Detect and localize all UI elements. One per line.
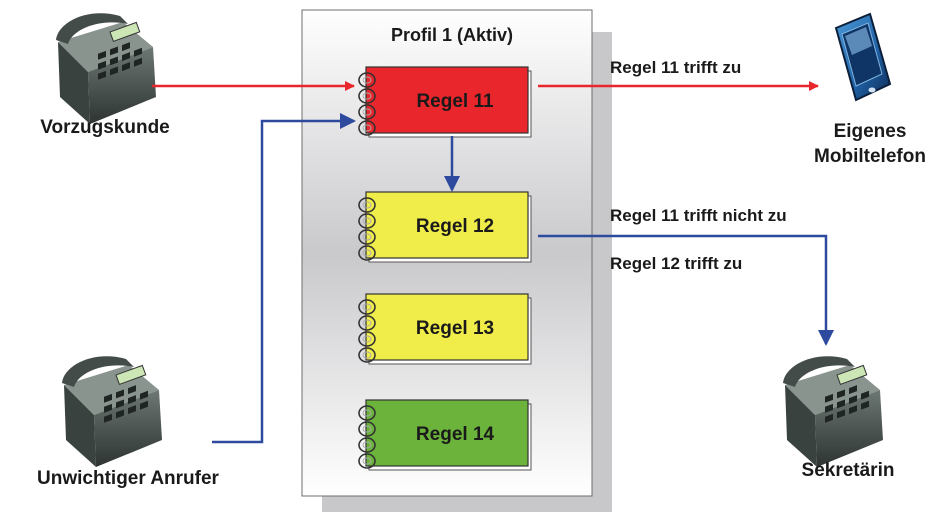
- rule12-to-secretary-arrow: [538, 234, 834, 346]
- mobile-target: Eigenes Mobiltelefon: [814, 12, 926, 167]
- secretary-target: Sekretärin: [782, 355, 895, 481]
- rule-label: Regel 12: [416, 216, 494, 237]
- rule-label: Regel 14: [416, 424, 495, 445]
- mobile-phone-icon: [834, 12, 892, 102]
- mobile-label-line1: Eigenes: [834, 121, 907, 142]
- vip-caller-label: Vorzugskunde: [40, 117, 170, 138]
- desk-phone-icon: [55, 12, 157, 125]
- condition-rule11-match: Regel 11 trifft zu: [610, 58, 741, 77]
- arrows: [152, 81, 834, 444]
- condition-rule12-match: Regel 12 trifft zu: [610, 254, 742, 273]
- rule-card-cover: [365, 191, 529, 259]
- rule-card-14[interactable]: Regel 14: [358, 399, 532, 471]
- desk-phone-icon: [61, 355, 163, 468]
- mobile-label-line2: Mobiltelefon: [814, 146, 926, 167]
- rule-card-cover: [365, 399, 529, 467]
- rule-label: Regel 13: [416, 318, 494, 339]
- unimportant-caller: Unwichtiger Anrufer: [37, 355, 220, 489]
- unimportant-to-rule11-arrow: [212, 113, 356, 444]
- vip-caller: Vorzugskunde: [40, 12, 170, 138]
- unimportant-caller-label: Unwichtiger Anrufer: [37, 468, 220, 489]
- rule-card-cover: [365, 293, 529, 361]
- condition-rule11-nomatch: Regel 11 trifft nicht zu: [610, 206, 787, 225]
- secretary-label: Sekretärin: [802, 460, 895, 481]
- desk-phone-icon: [782, 355, 884, 468]
- rule-card-12[interactable]: Regel 12: [358, 191, 532, 263]
- rule-card-11[interactable]: Regel 11: [358, 66, 532, 138]
- rule-label: Regel 11: [416, 91, 494, 112]
- rule-card-13[interactable]: Regel 13: [358, 293, 532, 365]
- rule-card-cover: [365, 66, 529, 134]
- profile-title: Profil 1 (Aktiv): [391, 25, 513, 45]
